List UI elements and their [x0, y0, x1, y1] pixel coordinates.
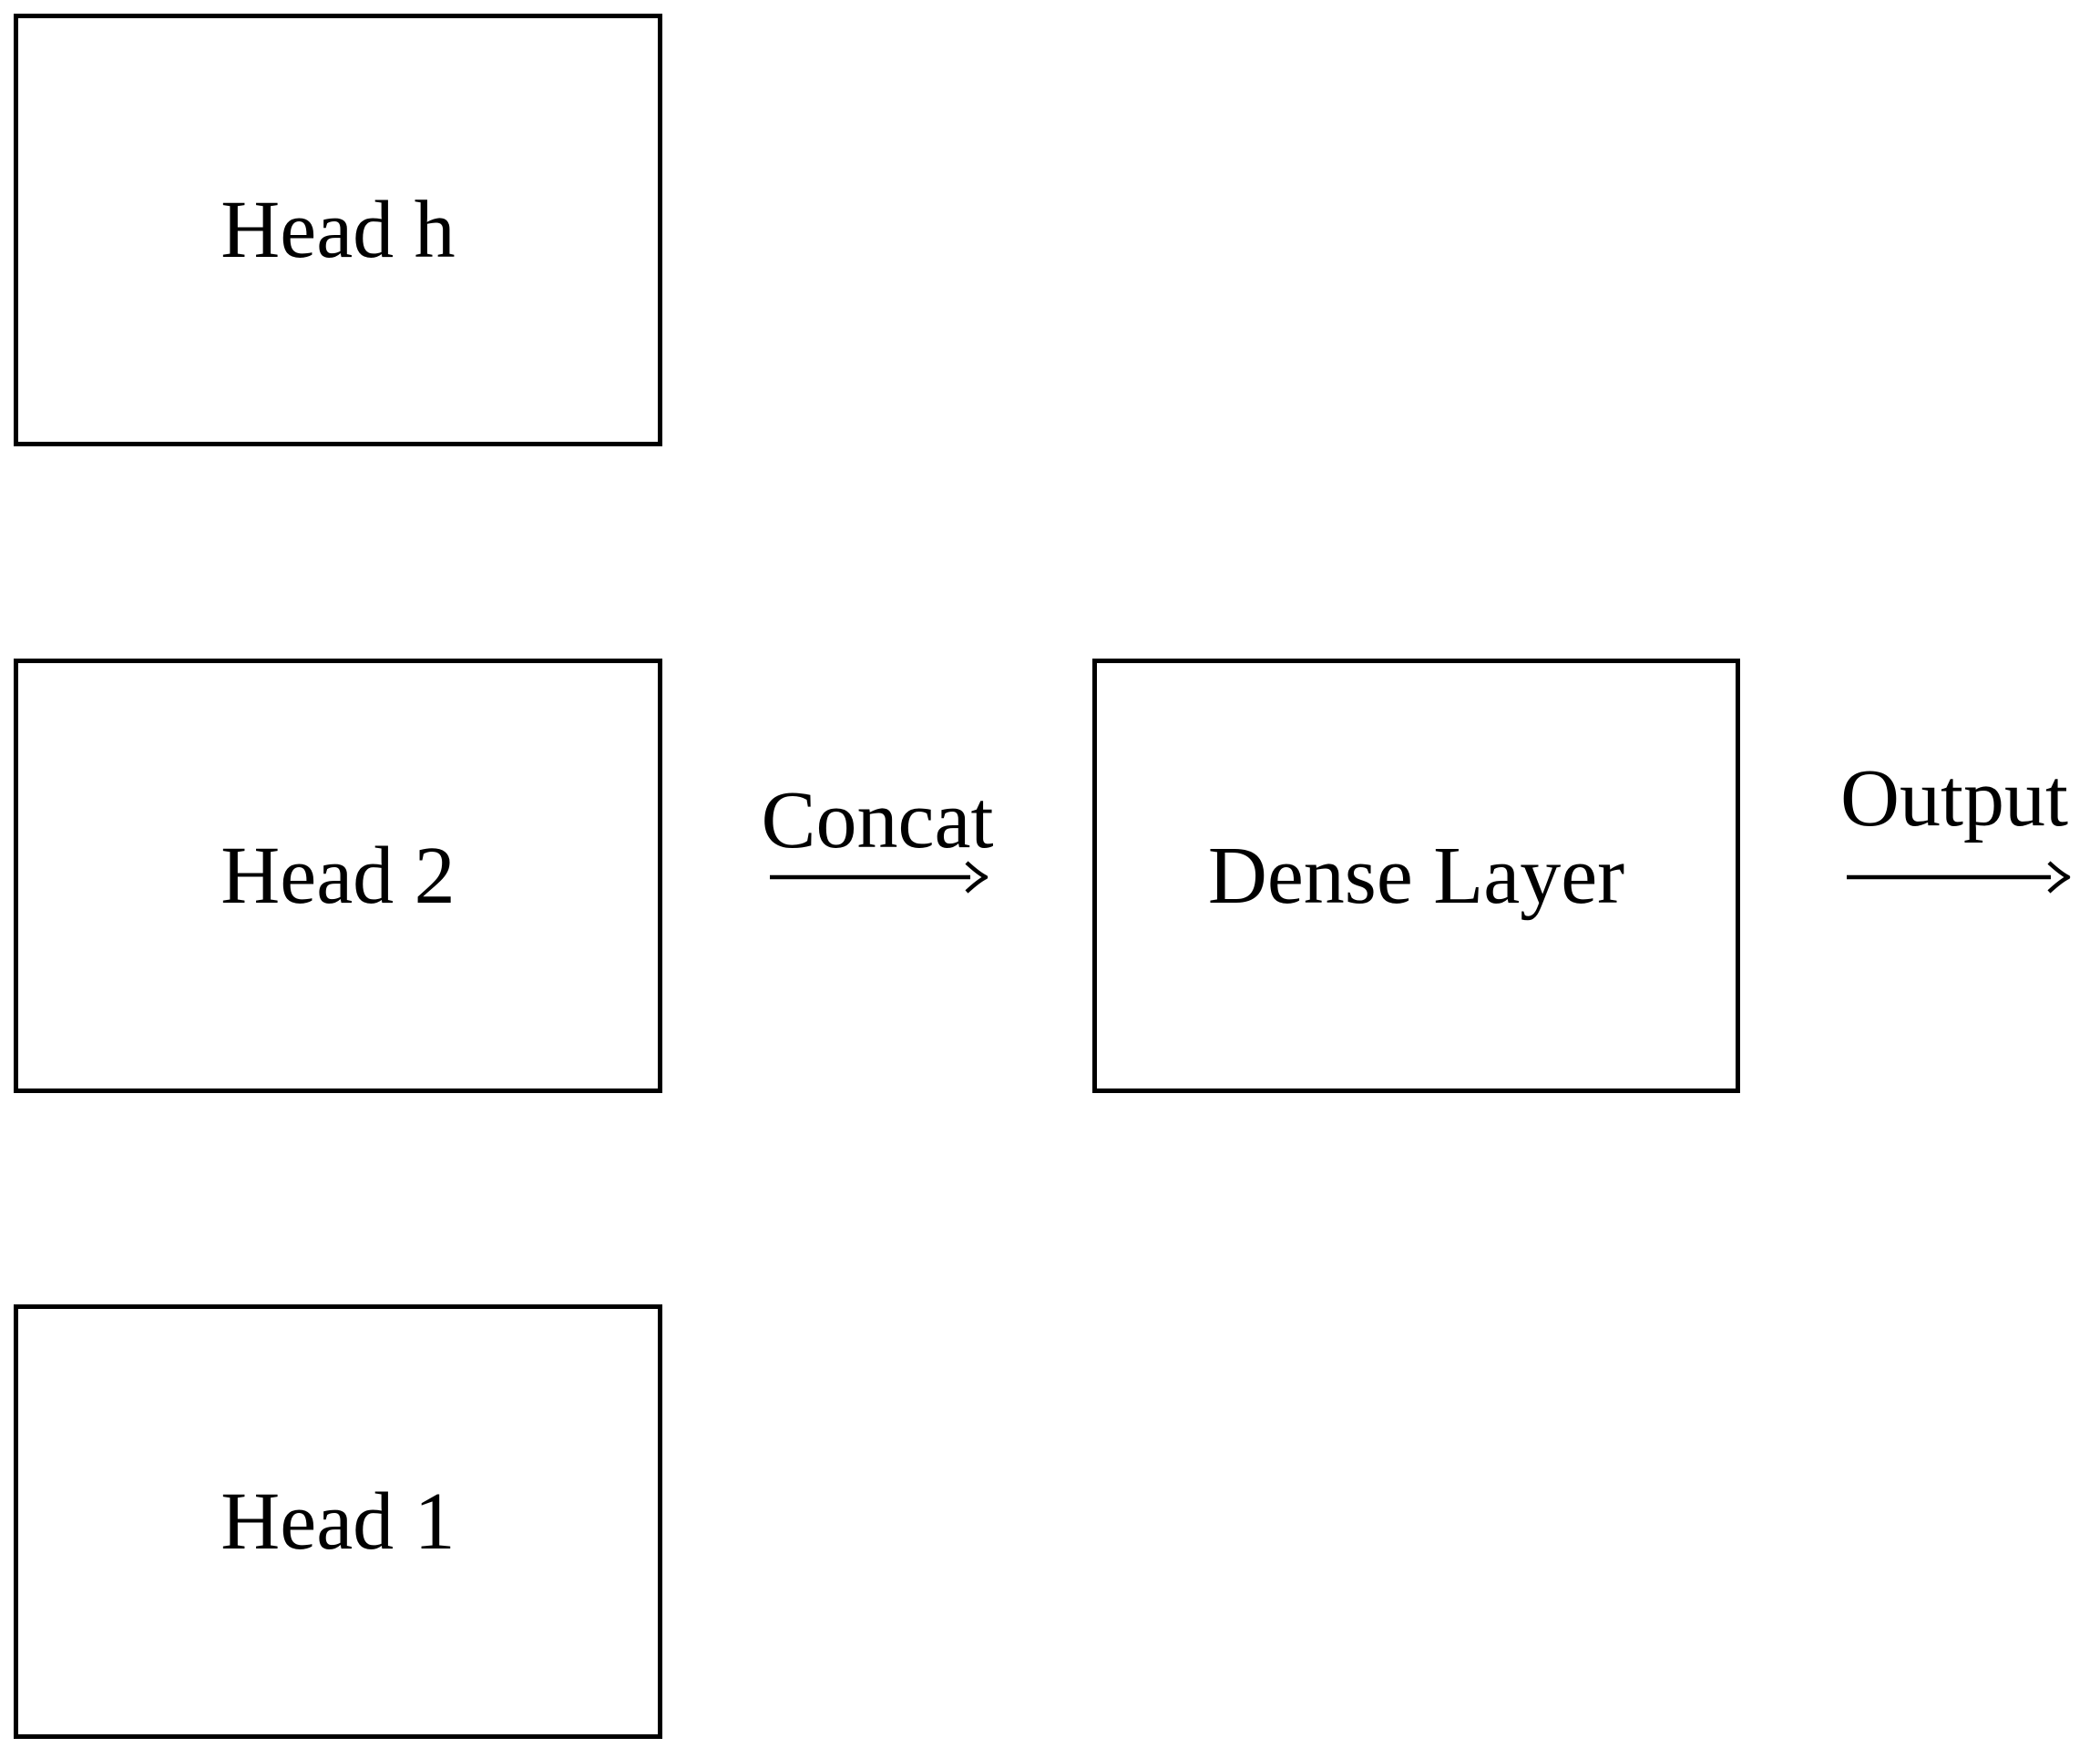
concat-arrow-right-icon: [770, 861, 989, 894]
output-arrow-label: Output: [1839, 753, 2068, 843]
concat-arrow-label: Concat: [761, 775, 994, 865]
head-1-box: Head 1: [14, 1304, 662, 1739]
dense-layer-box: Dense Layer: [1092, 659, 1740, 1093]
dense-layer-label: Dense Layer: [1207, 830, 1625, 921]
head-h-box: Head h: [14, 14, 662, 446]
output-arrow-right-icon: [1847, 861, 2071, 894]
head-h-label: Head h: [220, 184, 456, 275]
head-2-label: Head 2: [220, 830, 456, 921]
head-1-label: Head 1: [220, 1476, 456, 1567]
head-2-box: Head 2: [14, 659, 662, 1093]
